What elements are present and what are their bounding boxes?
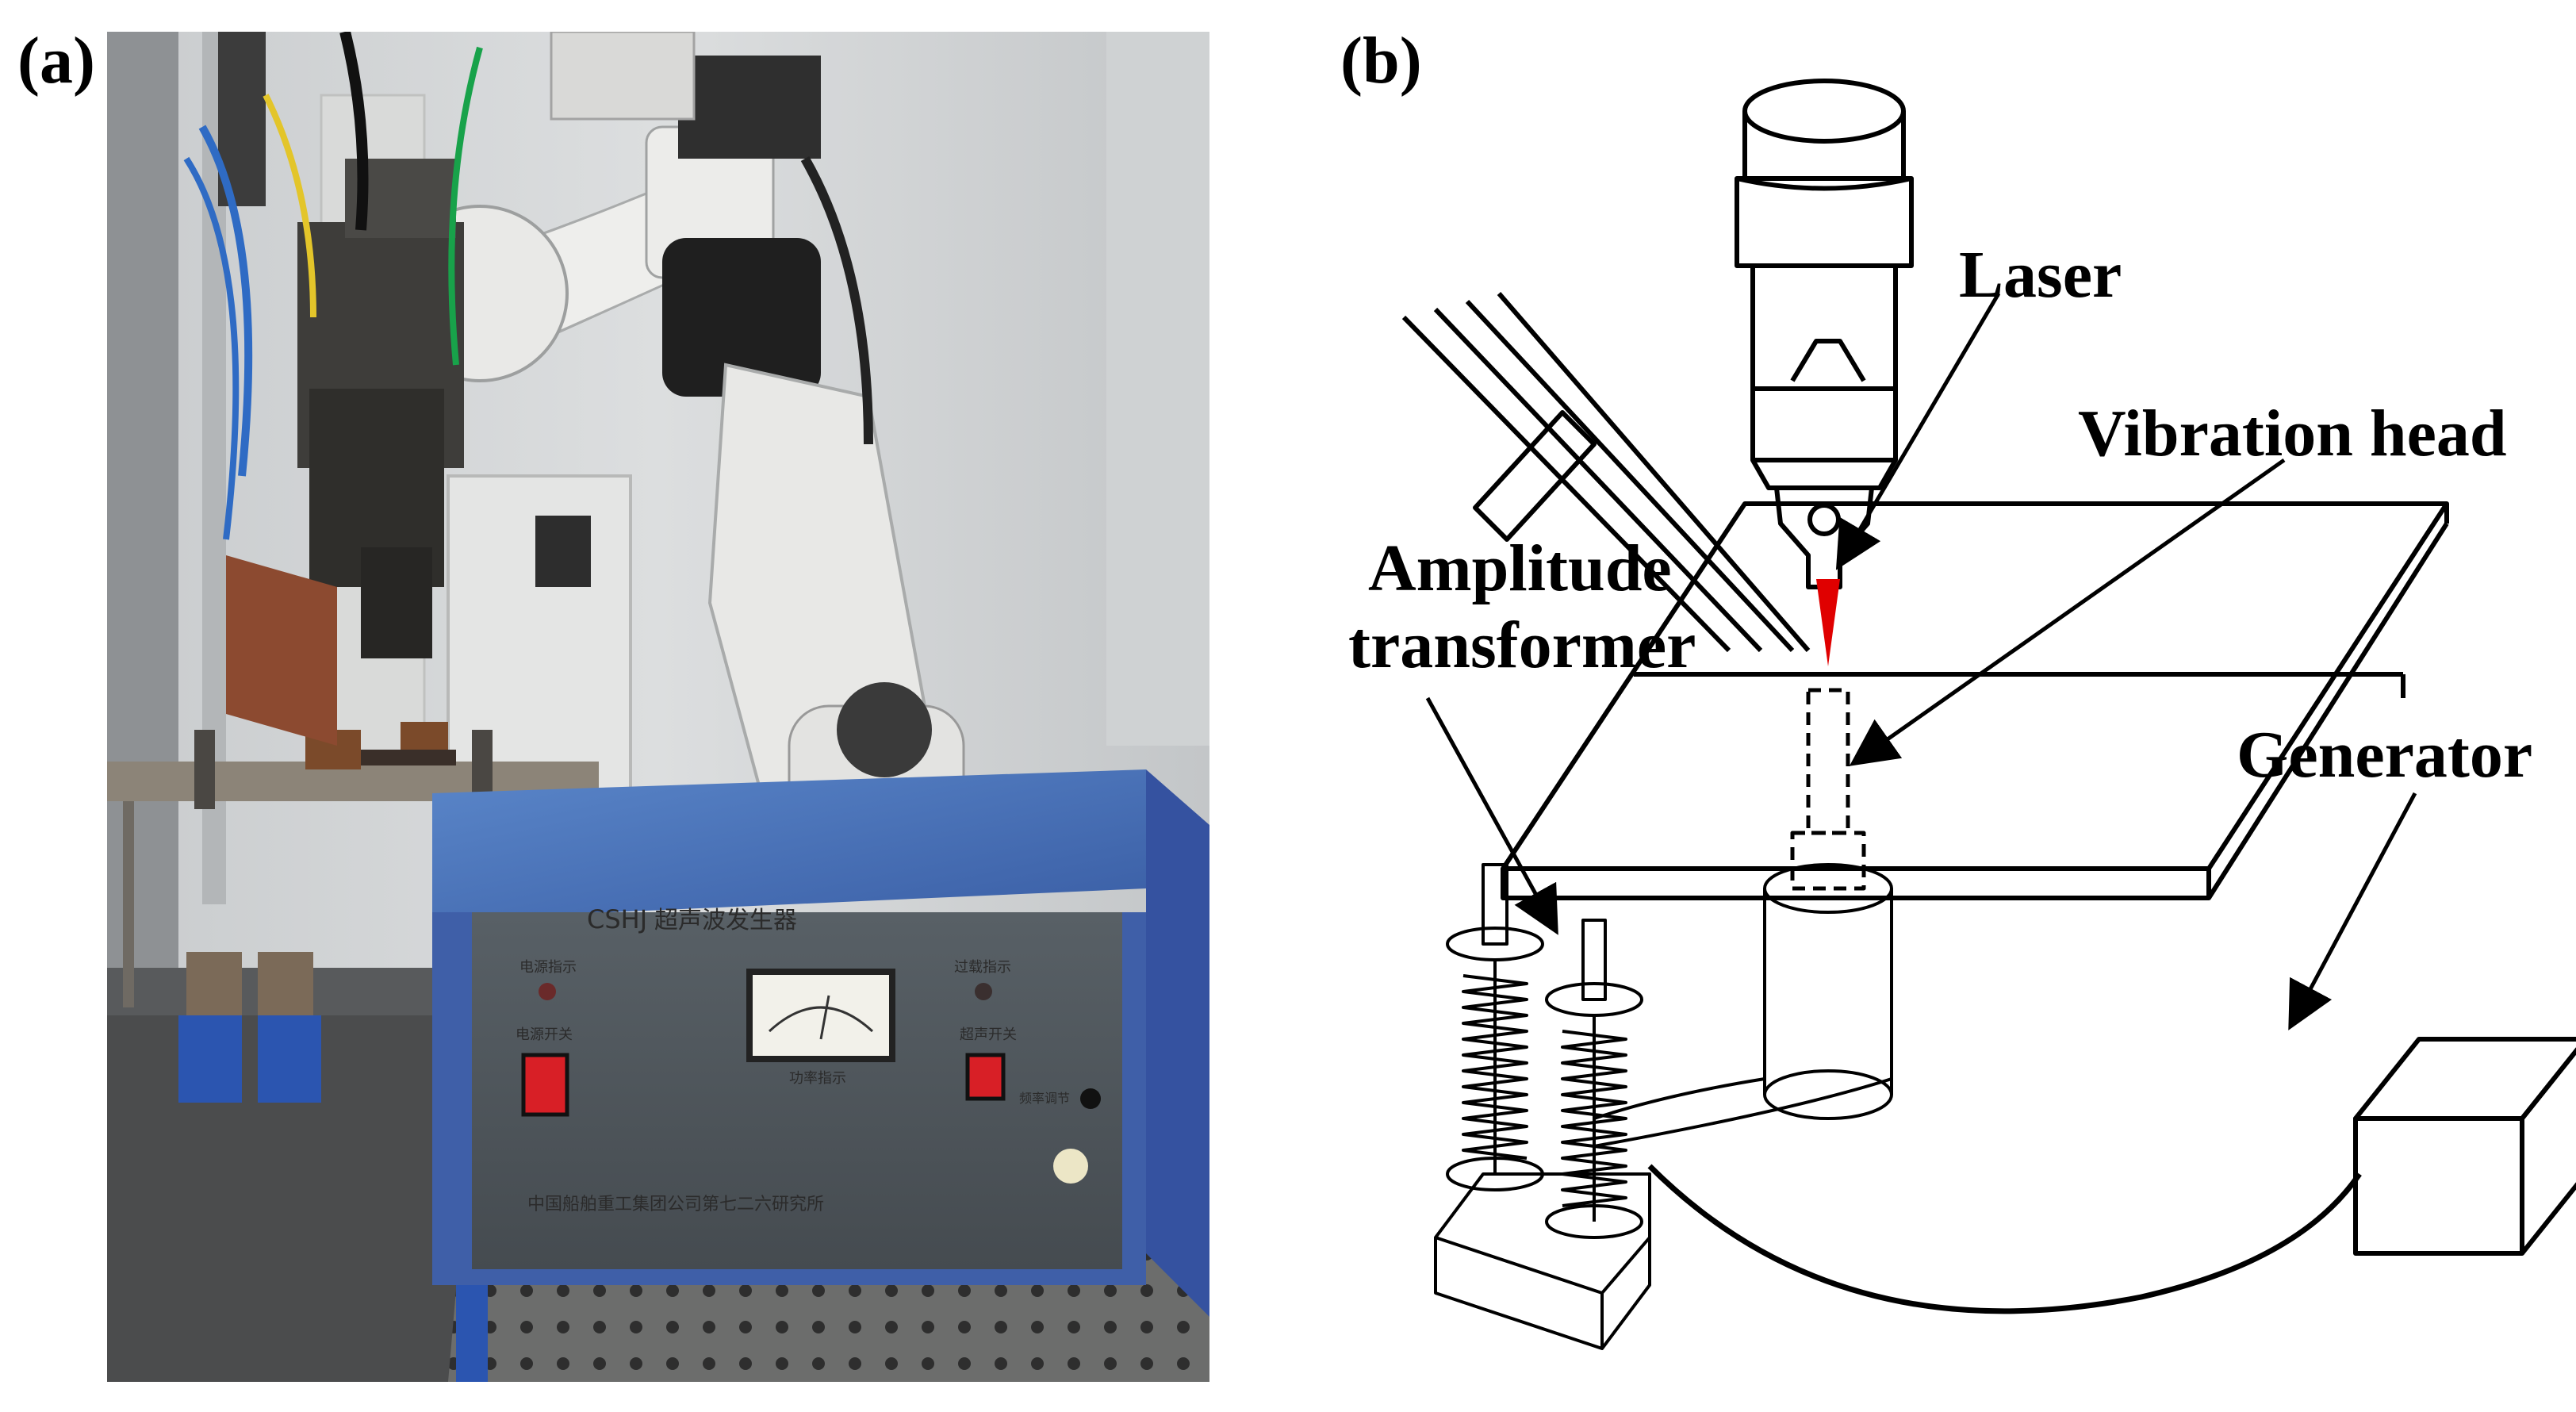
power-indicator-label: 电源指示 (519, 959, 577, 976)
generator-label: Generator (2237, 718, 2533, 792)
amplitude-transformer-arrow (1425, 696, 1558, 935)
generator-arrow (2288, 792, 2417, 1030)
power-switch (521, 1053, 569, 1117)
generator-box (2353, 1037, 2576, 1256)
ultrasonic-switch-label: 超声开关 (960, 1026, 1017, 1043)
schematic-drawing (1401, 79, 2576, 1350)
frequency-knob (1080, 1088, 1101, 1109)
manufacturer-footer: 中国船舶重工集团公司第七二六研究所 (527, 1195, 824, 1214)
overload-indicator-lamp (975, 983, 992, 1000)
ultrasonic-switch (965, 1053, 1006, 1101)
laser-arrow (1835, 292, 2001, 570)
workpiece-plate (1501, 501, 2449, 900)
panel-a-label: (a) (17, 24, 95, 98)
amplitude-transformer (1434, 863, 1651, 1350)
amplitude-transformer-label-line2: transformer (1348, 608, 1696, 682)
vibration-head-label: Vibration head (2078, 397, 2507, 470)
schematic-diagram: Laser Vibration head Amplitude transform… (1348, 48, 2576, 1408)
vibration-cylinder (1593, 863, 1893, 1148)
experimental-setup-photo: CSHJ 超声波发生器 电源指示 过载指示 功率指示 电源开关 超声开关 频率调… (107, 32, 1209, 1382)
wire-feeder (1401, 292, 1811, 653)
panel-sticker (1053, 1149, 1088, 1184)
frequency-knob-label: 频率调节 (1019, 1091, 1070, 1106)
ultrasonic-generator-box: CSHJ 超声波发生器 电源指示 过载指示 功率指示 电源开关 超声开关 频率调… (432, 769, 1209, 1317)
panel-b-label: (b) (1340, 24, 1422, 98)
device-title: 超声波发生器 (654, 907, 797, 934)
power-indicator-lamp (539, 983, 556, 1000)
welding-robot-arm (183, 32, 965, 842)
laser-beam (1816, 579, 1840, 666)
generator-cable (1647, 1164, 2362, 1314)
power-switch-label: 电源开关 (516, 1026, 573, 1043)
overload-indicator-label: 过载指示 (954, 959, 1011, 976)
vibration-head-hidden (1790, 688, 1866, 891)
meter-caption: 功率指示 (789, 1070, 846, 1087)
vibration-head-arrow (1849, 458, 2286, 766)
amplitude-transformer-label-line1: Amplitude (1368, 531, 1672, 605)
laser-head (1735, 79, 1914, 589)
laser-label: Laser (1959, 238, 2122, 312)
power-meter (746, 969, 895, 1062)
device-model: CSHJ (587, 904, 647, 934)
